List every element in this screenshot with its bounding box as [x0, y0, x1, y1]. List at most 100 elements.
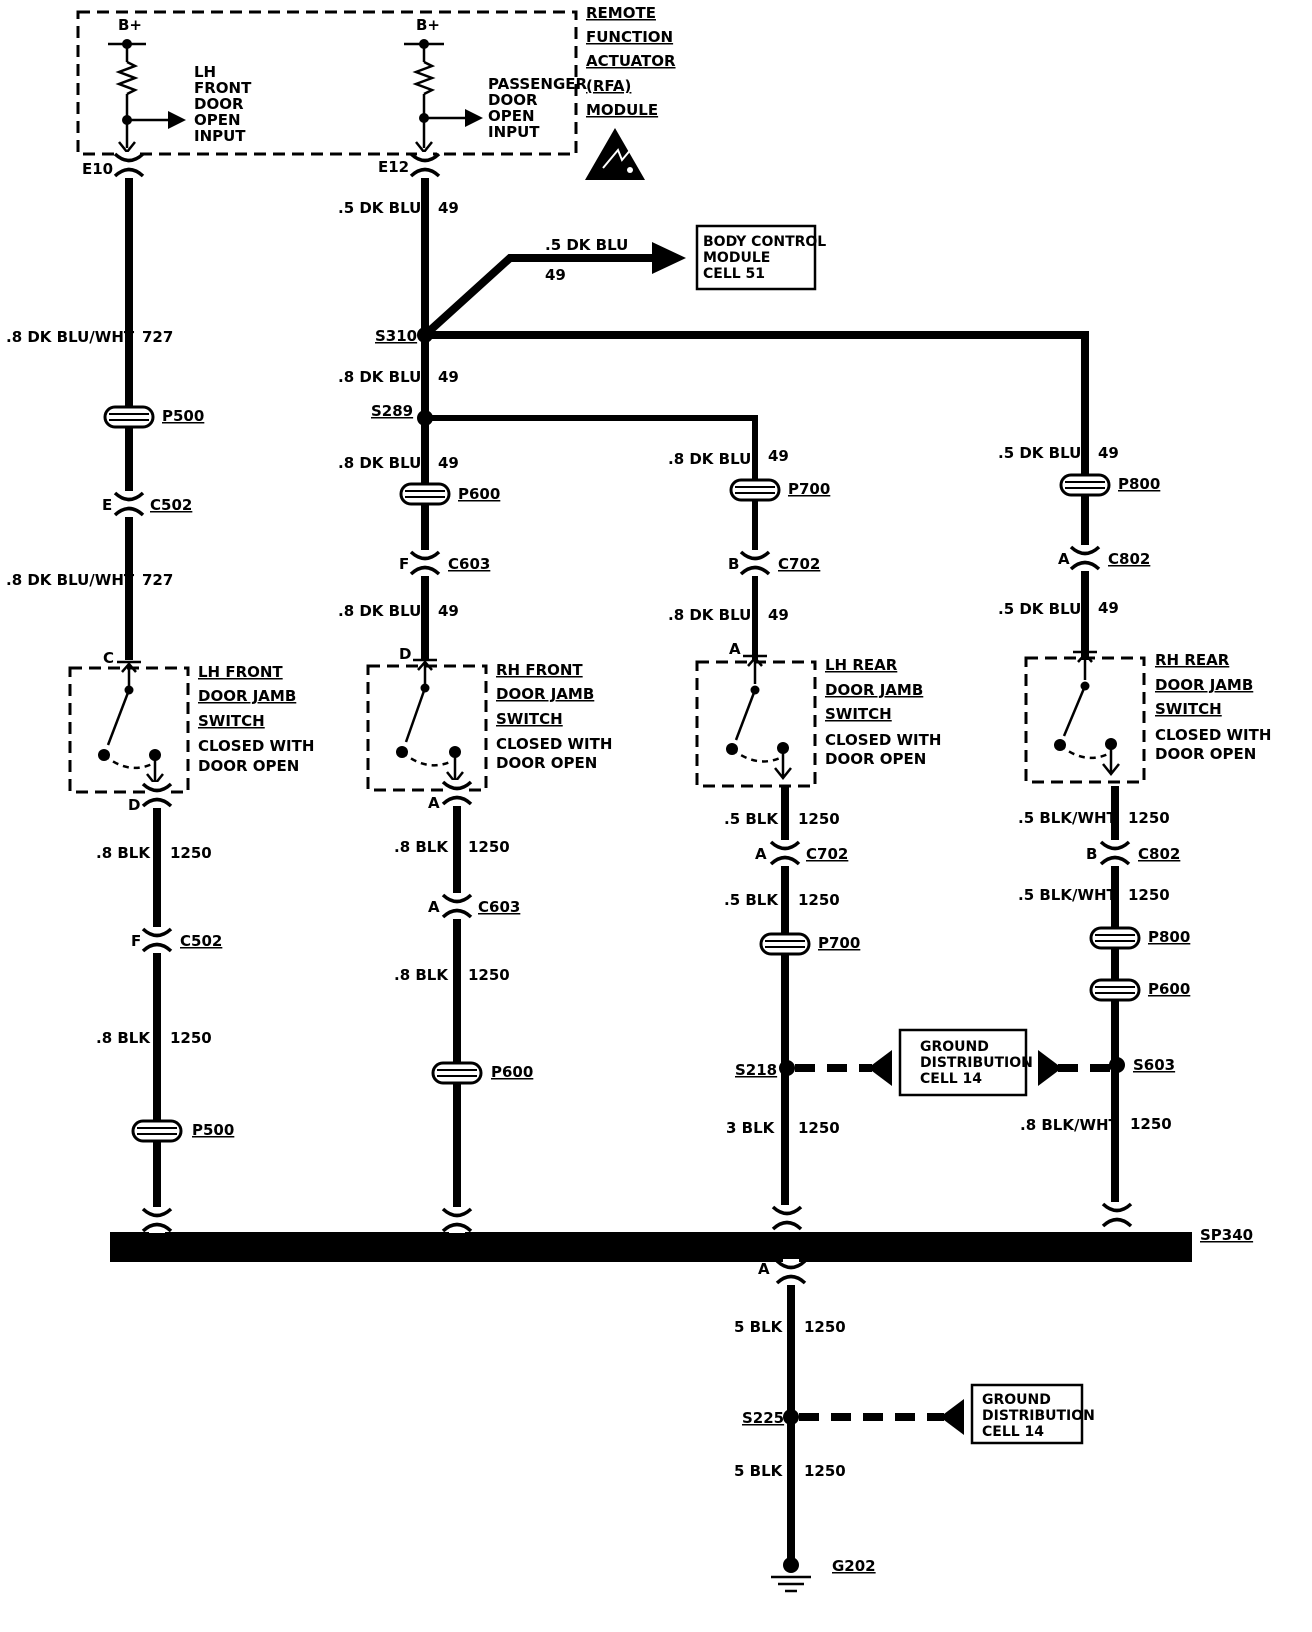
- col2-c603-connector: [409, 548, 441, 578]
- col3-p700-label: P700: [788, 480, 830, 498]
- col1-switch-bottom-connector: [141, 780, 173, 810]
- col2-p600-label: P600: [458, 485, 500, 503]
- col3-wire3-size: .5 BLK: [724, 810, 779, 828]
- s289-label: S289: [371, 402, 413, 420]
- ground-arrow-s603-icon: [1038, 1050, 1062, 1086]
- col1-wire2-size: .8 DK BLU/WHT: [6, 571, 135, 589]
- gd2-line-1: GROUND: [982, 1392, 1051, 1408]
- col2-c1-label: C603: [448, 555, 490, 573]
- col3-c702-bottom-connector: [769, 838, 801, 868]
- col4-switch-3: SWITCH: [1155, 700, 1222, 718]
- input-left-5: INPUT: [194, 127, 246, 145]
- col2-wire2-size: .8 DK BLU: [338, 454, 421, 472]
- col1-c502-label: C502: [150, 496, 192, 514]
- col3-wire4-size: .5 BLK: [724, 891, 779, 909]
- col4-c802-bottom-connector: [1099, 838, 1131, 868]
- bcm-line-3: CELL 51: [703, 266, 765, 282]
- rfa-module-outline: [76, 10, 578, 156]
- input-left-3: DOOR: [194, 95, 244, 113]
- s310-splice: [417, 327, 433, 343]
- col3-p2-label: P700: [818, 934, 860, 952]
- pin-e12-connector: [409, 150, 441, 180]
- input-left-2: FRONT: [194, 79, 252, 97]
- column-lh-front: E10 .8 DK BLU/WHT 727 P500 E C502 .8 DK …: [6, 150, 314, 1143]
- col2-wire1-size: .8 DK BLU: [338, 368, 421, 386]
- module-title-1: REMOTE: [586, 4, 656, 22]
- col3-wire7-size: 5 BLK: [734, 1462, 784, 1480]
- g202-label: G202: [832, 1557, 876, 1575]
- s225-label: S225: [742, 1409, 784, 1427]
- col3-switch-arm: [734, 689, 757, 741]
- input-left-4: OPEN: [194, 111, 241, 129]
- col1-wire2-num: 727: [142, 571, 173, 589]
- col4-c802-connector: [1069, 543, 1101, 573]
- col3-c2-label: C702: [806, 845, 848, 863]
- input-right-3: OPEN: [488, 107, 535, 125]
- module-title-5: MODULE: [586, 101, 658, 119]
- s218-label: S218: [735, 1061, 777, 1079]
- static-sensitive-warning-icon: [585, 128, 645, 180]
- col4-c1-pin: A: [1058, 550, 1070, 568]
- col2-wire0-num: 49: [438, 199, 459, 217]
- col1-wire3-size: .8 BLK: [96, 844, 151, 862]
- col2-wire1-num: 49: [438, 368, 459, 386]
- col3-p700-connector: [729, 478, 781, 502]
- sp340-label: SP340: [1200, 1226, 1253, 1244]
- col4-wire3-size: .5 BLK/WHT: [1018, 809, 1118, 827]
- col2-switch-2: DOOR JAMB: [496, 685, 594, 703]
- input-arrow-right-icon: [465, 109, 483, 127]
- s218-splice: [779, 1060, 795, 1076]
- bus-connector-2: [441, 1205, 473, 1235]
- bcm-wire-num: 49: [545, 266, 566, 284]
- col2-c1-pin: F: [399, 555, 409, 573]
- col4-p800-label: P800: [1118, 475, 1160, 493]
- ground-bus-bar: [110, 1232, 1192, 1262]
- s603-label: S603: [1133, 1056, 1175, 1074]
- col3-wire7-num: 1250: [804, 1462, 846, 1480]
- input-right-2: DOOR: [488, 91, 538, 109]
- col1-p500-label: P500: [162, 407, 204, 425]
- col4-switch-arm: [1062, 685, 1087, 737]
- module-title-2: FUNCTION: [586, 28, 673, 46]
- col2-p600-connector: [399, 482, 451, 506]
- ground-arrow-s218-icon: [868, 1050, 892, 1086]
- input-arrow-left-icon: [168, 111, 186, 129]
- col4-wire1-size: .5 DK BLU: [998, 444, 1081, 462]
- col2-wire0-size: .5 DK BLU: [338, 199, 421, 217]
- col3-switch-4: CLOSED WITH: [825, 731, 941, 749]
- col4-p800-connector: [1059, 473, 1111, 497]
- col2-p600-bottom-connector: [431, 1061, 483, 1085]
- s225-splice: [783, 1409, 799, 1425]
- col3-switch-2: DOOR JAMB: [825, 681, 923, 699]
- bcm-line-2: MODULE: [703, 250, 770, 266]
- col3-c1-pin: B: [728, 555, 739, 573]
- gd1-line-3: CELL 14: [920, 1071, 982, 1087]
- col3-wire4-num: 1250: [798, 891, 840, 909]
- bcm-line-1: BODY CONTROL: [703, 234, 826, 250]
- col3-wire2-num: 49: [768, 606, 789, 624]
- col1-switch-3: SWITCH: [198, 712, 265, 730]
- input-right-1: PASSENGER: [488, 75, 588, 93]
- col1-wire3-num: 1250: [170, 844, 212, 862]
- pin-e10-connector: [113, 150, 145, 180]
- input-left-1: LH: [194, 63, 216, 81]
- col2-wire2-num: 49: [438, 454, 459, 472]
- col3-sw-pin-top: A: [729, 640, 741, 658]
- ground-distribution-box-1: GROUND DISTRIBUTION CELL 14: [898, 1028, 1033, 1097]
- col2-c2-pin: A: [428, 898, 440, 916]
- col1-c2-pin: F: [131, 932, 141, 950]
- col2-wire4-size: .8 BLK: [394, 838, 449, 856]
- col1-switch-5: DOOR OPEN: [198, 757, 299, 775]
- col4-wire2-size: .5 DK BLU: [998, 600, 1081, 618]
- col3-wire2-size: .8 DK BLU: [668, 606, 751, 624]
- s289-splice: [417, 410, 433, 426]
- rfa-module: REMOTE FUNCTION ACTUATOR (RFA) MODULE B+…: [76, 4, 676, 180]
- module-title-4: (RFA): [586, 77, 631, 95]
- gd1-line-2: DISTRIBUTION: [920, 1055, 1033, 1071]
- col3-switch-5: DOOR OPEN: [825, 750, 926, 768]
- col4-wire4-num: 1250: [1128, 886, 1170, 904]
- col2-c2-label: C603: [478, 898, 520, 916]
- col3-wire1-size: .8 DK BLU: [668, 450, 751, 468]
- gd1-line-1: GROUND: [920, 1039, 989, 1055]
- col1-wire4-num: 1250: [170, 1029, 212, 1047]
